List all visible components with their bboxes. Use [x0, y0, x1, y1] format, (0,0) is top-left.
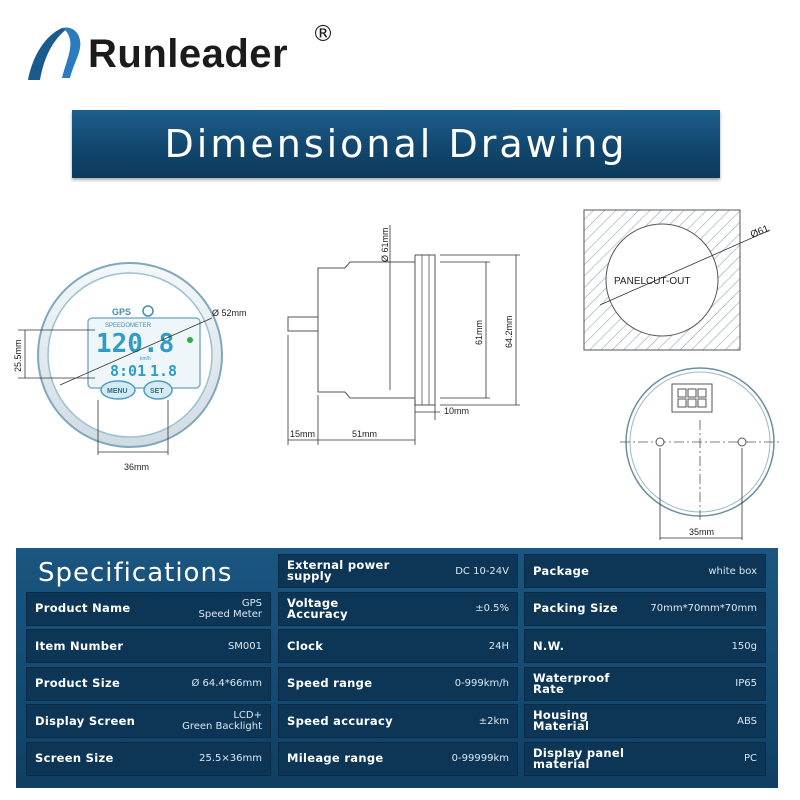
spec-label: Product Name	[35, 601, 131, 615]
spec-label: External power supply	[287, 558, 390, 583]
rear-width-label: 35mm	[689, 527, 714, 537]
spec-label: Speed range	[287, 676, 373, 690]
gauge-subtitle: SPEEDOMETER	[105, 323, 152, 329]
dimensional-drawing: GPS SPEEDOMETER 120.8 km/h 8:01 1.8 MENU…	[13, 209, 780, 540]
registered-mark: ®	[312, 22, 334, 47]
spec-label: Display panel material	[533, 745, 625, 771]
spec-value: 150g	[731, 640, 757, 652]
spec-row: Product Size Ø 64.4*66mm	[26, 666, 271, 701]
spec-row: Speed range 0-999km/h	[278, 666, 518, 701]
spec-value: SM001	[227, 640, 262, 652]
spec-row: Clock 24H	[278, 629, 518, 663]
gauge-mileage-readout: 1.8	[150, 362, 177, 380]
side-height-label-1: 61mm	[474, 320, 484, 345]
spec-row: Housing Material ABS	[524, 704, 766, 738]
spec-row: Package white box	[524, 554, 766, 588]
spec-label: Screen Size	[35, 751, 114, 765]
spec-label: Packing Size	[533, 601, 619, 615]
spec-row: Screen Size 25.5×36mm	[26, 741, 271, 776]
spec-row: Display panel material PC	[524, 741, 766, 776]
front-view: GPS SPEEDOMETER 120.8 km/h 8:01 1.8 MENU…	[13, 262, 247, 472]
spec-label: Clock	[287, 638, 324, 653]
spec-value: 70mm*70mm*70mm	[650, 603, 757, 614]
section-banner: Dimensional Drawing	[72, 110, 720, 178]
spec-label: Product Size	[35, 676, 121, 690]
side-view: Ø 61mm 61mm 64.2mm 15mm 51mm 10mm	[287, 225, 520, 445]
spec-row: Voltage Accuracy ±0.5%	[278, 591, 518, 626]
front-height-label: 25.5mm	[13, 339, 23, 372]
spec-value: 0-99999km	[451, 753, 509, 764]
spec-row: Product Name GPS Speed Meter	[26, 591, 271, 626]
spec-value: 0-999km/h	[454, 678, 509, 689]
spec-value: 24H	[488, 640, 509, 652]
spec-row: Packing Size 70mm*70mm*70mm	[524, 591, 766, 626]
spec-value: IP65	[735, 678, 757, 689]
gauge-speed-readout: 120.8	[96, 329, 174, 359]
spec-row: Waterproof Rate IP65	[524, 666, 766, 701]
gauge-indicator-led	[187, 337, 193, 343]
spec-value: Ø 64.4*66mm	[191, 678, 262, 689]
front-diameter-label: Ø 52mm	[212, 308, 247, 318]
spec-value: ±0.5%	[475, 603, 509, 614]
panel-cutout-view: PANELCUT-OUT Ø61	[583, 209, 771, 351]
gauge-clock-readout: 8:01	[110, 362, 146, 380]
spec-row: Item Number SM001	[26, 629, 271, 663]
spec-label: Speed accuracy	[287, 713, 393, 728]
spec-value: LCD+ Green Backlight	[182, 710, 262, 732]
side-height-label-2: 64.2mm	[504, 315, 514, 348]
banner-title: Dimensional Drawing	[164, 122, 628, 166]
spec-row: Speed accuracy ±2km	[278, 704, 518, 738]
side-length-label-2: 51mm	[352, 429, 377, 439]
spec-label: Waterproof Rate	[533, 670, 610, 696]
front-width-label: 36mm	[124, 462, 149, 472]
spec-value: PC	[743, 753, 757, 764]
spec-label: Package	[533, 563, 590, 578]
spec-row: External power supply DC 10-24V	[278, 554, 518, 588]
spec-row: N.W. 150g	[524, 629, 766, 663]
specifications-table: Specifications Product Name GPS Speed Met…	[16, 548, 778, 788]
side-length-label-3: 10mm	[444, 406, 469, 416]
panel-cutout-diameter-label: Ø61	[749, 223, 771, 240]
side-diameter-label: Ø 61mm	[380, 227, 390, 262]
gauge-set-button-label: SET	[150, 388, 164, 395]
spec-value: GPS Speed Meter	[198, 597, 263, 620]
brand-name: Runleader	[88, 32, 289, 76]
spec-row: Display Screen LCD+ Green Backlight	[26, 704, 271, 738]
spec-value: ABS	[737, 715, 757, 727]
spec-value: ±2km	[478, 715, 509, 727]
gauge-speed-unit: km/h	[140, 356, 151, 362]
spec-value: 25.5×36mm	[199, 753, 262, 764]
runleader-logo-icon	[28, 27, 81, 80]
rear-view: 35mm	[620, 367, 780, 540]
panel-cutout-label: PANELCUT-OUT	[614, 276, 691, 287]
spec-value: white box	[708, 565, 757, 577]
spec-label: Item Number	[35, 638, 124, 653]
spec-label: Display Screen	[35, 713, 136, 728]
spec-label: Housing Material	[533, 708, 590, 733]
brand-logo: Runleader ®	[22, 18, 352, 88]
spec-label: N.W.	[533, 638, 565, 653]
spec-label: Voltage Accuracy	[287, 595, 348, 621]
specifications-title: Specifications	[38, 558, 233, 588]
gauge-menu-button-label: MENU	[107, 388, 128, 395]
side-length-label-1: 15mm	[290, 429, 315, 439]
spec-label: Mileage range	[287, 751, 384, 765]
spec-value: DC 10-24V	[455, 565, 509, 577]
gauge-brand-label: GPS	[112, 307, 131, 317]
spec-row: Mileage range 0-99999km	[278, 741, 518, 776]
